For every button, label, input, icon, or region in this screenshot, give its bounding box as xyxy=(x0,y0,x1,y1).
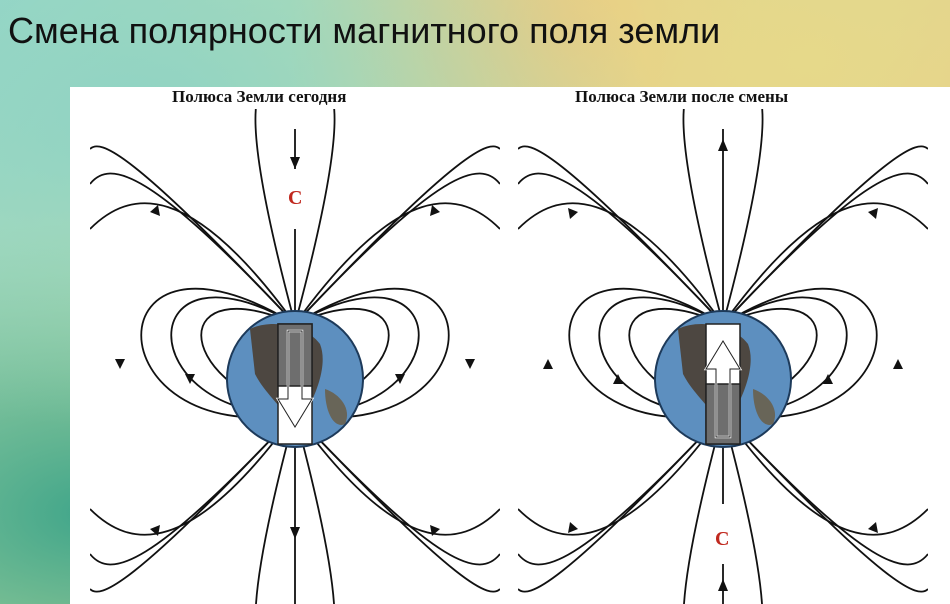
bar-magnet-down-icon xyxy=(275,323,315,445)
diagram-figure: Полюса Земли сегодня Полюса Земли после … xyxy=(70,87,950,604)
pole-label-bottom: С xyxy=(715,528,729,550)
bar-magnet-up-icon xyxy=(703,323,743,445)
caption-after: Полюса Земли после смены xyxy=(575,87,789,106)
panel-after: С xyxy=(518,109,928,604)
direction-arrows xyxy=(543,139,903,591)
field-lines xyxy=(518,109,928,604)
direction-arrows xyxy=(115,157,475,539)
pole-label-top: С xyxy=(288,187,302,209)
slide-title: Смена полярности магнитного поля земли xyxy=(8,10,721,51)
caption-today: Полюса Земли сегодня xyxy=(172,87,347,106)
panel-today: С xyxy=(90,109,500,604)
